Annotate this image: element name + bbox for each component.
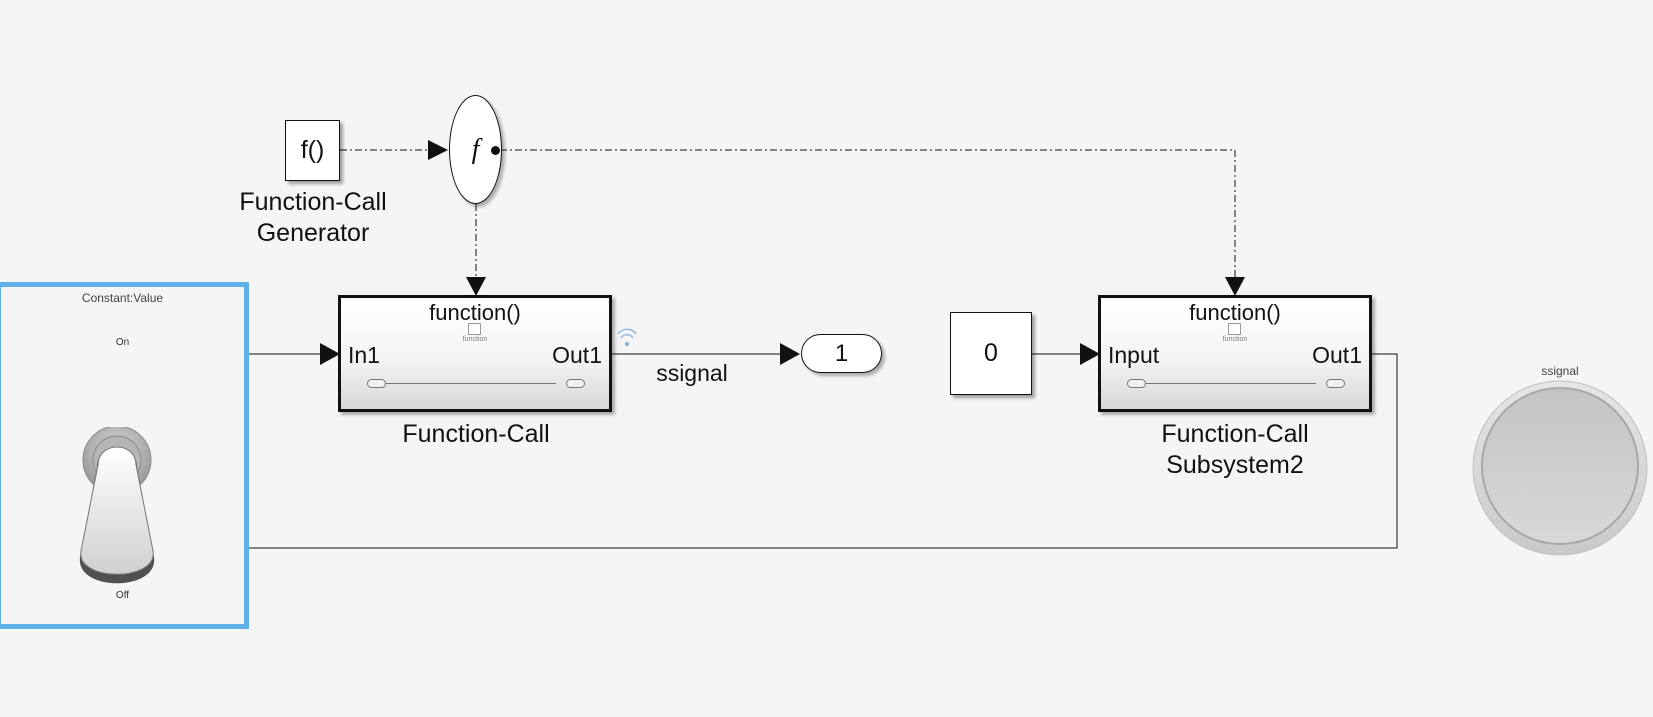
- fc2-label-line2: Subsystem2: [1166, 451, 1304, 479]
- lamp-title: ssignal: [1541, 364, 1579, 378]
- fcgen-label-line1: Function-Call: [239, 188, 387, 216]
- function-call-generator-block[interactable]: f(): [285, 120, 340, 181]
- fcgen-label-line2: Generator: [256, 219, 370, 247]
- fc2-inner-pill-left: [1127, 379, 1146, 388]
- fc2-label: Function-Call Subsystem2: [1135, 419, 1335, 481]
- arrow-fc1-trigger: [466, 277, 486, 296]
- fc-line-split-to-fc2: [500, 149, 1236, 279]
- fcgen-label: Function-Call Generator: [213, 187, 413, 249]
- toggle-panel-title: Constant:Value: [81, 291, 164, 305]
- outport-block[interactable]: 1: [801, 334, 882, 373]
- fc1-trigger-caption: function: [462, 336, 488, 343]
- fc2-in-port: Input: [1108, 342, 1160, 368]
- fc1-inner-pill-left: [367, 379, 386, 388]
- fc2-inner-line: [1146, 383, 1316, 384]
- toggle-off-label: Off: [115, 590, 130, 601]
- fc1-trigger-icon: [468, 323, 481, 335]
- fc1-inner-line: [386, 383, 556, 384]
- toggle-switch[interactable]: [69, 427, 179, 597]
- arrow-in1: [320, 343, 340, 365]
- function-call-subsystem2-block[interactable]: function() function Input Out1: [1098, 295, 1372, 412]
- fc2-out-port: Out1: [1312, 342, 1362, 368]
- lamp-indicator[interactable]: [1470, 378, 1650, 558]
- function-call-split-block[interactable]: f: [449, 95, 502, 204]
- fc1-in-port: In1: [348, 342, 380, 368]
- signal-label: ssignal: [656, 360, 728, 386]
- outport-number: 1: [834, 339, 849, 367]
- fc1-inner-pill-right: [566, 379, 585, 388]
- split-symbol: f: [471, 133, 480, 165]
- toggle-on-label: On: [115, 337, 130, 348]
- constant-value: 0: [984, 339, 998, 367]
- fc2-trigger-caption: function: [1222, 336, 1248, 343]
- arrow-split-in: [428, 140, 448, 160]
- arrow-outport: [780, 343, 800, 365]
- fc2-inner-pill-right: [1326, 379, 1345, 388]
- line-feedback: [241, 353, 1398, 549]
- split-output-dot: [491, 146, 500, 155]
- fc2-label-line1: Function-Call: [1161, 420, 1309, 448]
- arrow-fc2-trigger: [1225, 277, 1245, 296]
- function-call-subsystem-block[interactable]: function() function In1 Out1: [338, 295, 612, 412]
- arrow-input: [1080, 343, 1100, 365]
- fc1-out-port: Out1: [552, 342, 602, 368]
- fc2-trigger-title: function(): [1189, 300, 1281, 325]
- fc2-trigger-icon: [1228, 323, 1241, 335]
- fcgen-symbol: f(): [300, 136, 325, 164]
- signal-badge-icon: [617, 328, 637, 339]
- fc1-label: Function-Call: [402, 420, 550, 448]
- toggle-switch-panel[interactable]: Constant:Value On Off: [0, 282, 249, 629]
- constant-block[interactable]: 0: [950, 312, 1032, 395]
- fc1-trigger-title: function(): [429, 300, 521, 325]
